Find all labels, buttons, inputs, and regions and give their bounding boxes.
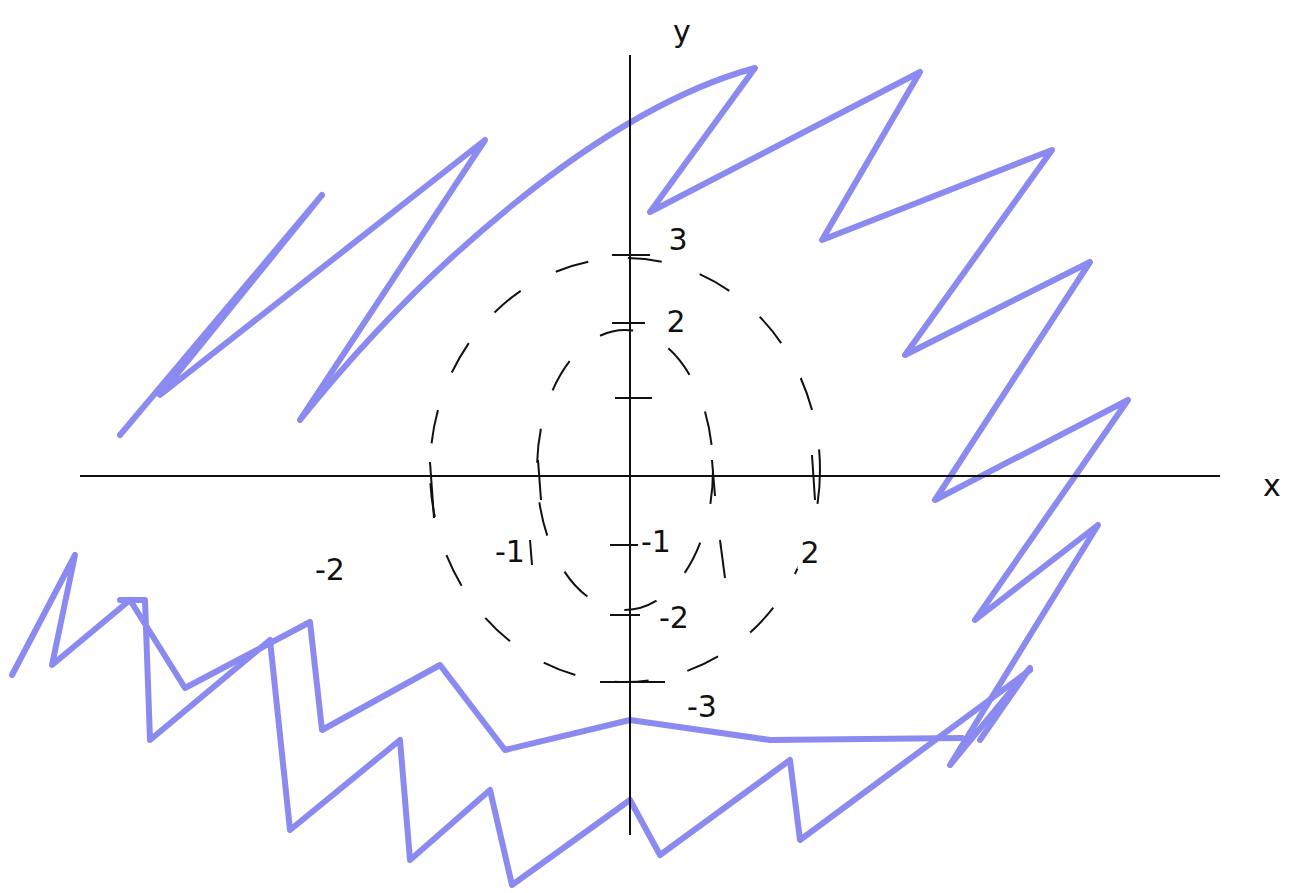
axis-label: -2 bbox=[656, 602, 692, 634]
axis-label: -2 bbox=[312, 554, 348, 586]
axis-label: -3 bbox=[684, 691, 720, 723]
axis-label: x bbox=[1260, 470, 1284, 502]
axis-label: 3 bbox=[665, 224, 690, 256]
axis-label: 2 bbox=[797, 537, 822, 569]
axis-label: 2 bbox=[663, 306, 688, 338]
axis-label: -1 bbox=[492, 536, 528, 568]
axis-label: -1 bbox=[638, 526, 674, 558]
dashed-curves bbox=[430, 258, 820, 682]
axes bbox=[80, 55, 1220, 835]
axis-label: y bbox=[670, 16, 694, 48]
